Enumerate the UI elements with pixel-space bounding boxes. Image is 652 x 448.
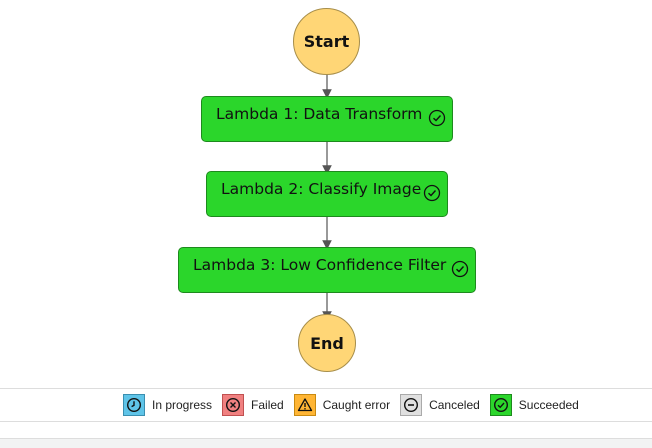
- minus-circle-icon: [400, 394, 423, 416]
- check-circle-icon: [423, 184, 441, 202]
- status-legend: In progress Failed Caught error: [0, 388, 652, 422]
- legend-item-failed: Failed: [222, 394, 284, 416]
- legend-item-in-progress: In progress: [123, 394, 212, 416]
- check-circle-icon: [451, 260, 469, 278]
- step-label: Lambda 2: Classify Image: [221, 180, 422, 198]
- footer-bar: [0, 438, 652, 448]
- legend-label: In progress: [152, 398, 213, 412]
- legend-label: Failed: [251, 398, 284, 412]
- x-circle-icon: [222, 394, 245, 416]
- step-lambda-1[interactable]: Lambda 1: Data Transform: [201, 96, 453, 142]
- step-lambda-2[interactable]: Lambda 2: Classify Image: [206, 171, 448, 217]
- legend-label: Succeeded: [518, 398, 579, 412]
- step-lambda-3[interactable]: Lambda 3: Low Confidence Filter: [178, 247, 476, 293]
- legend-label: Caught error: [322, 398, 391, 412]
- check-circle-icon: [428, 109, 446, 127]
- warning-icon: [293, 394, 316, 416]
- legend-item-caught-error: Caught error: [293, 394, 391, 416]
- start-node-label: Start: [303, 32, 350, 51]
- legend-item-canceled: Canceled: [400, 394, 480, 416]
- legend-item-succeeded: Succeeded: [489, 394, 579, 416]
- graph-connectors: [322, 72, 332, 321]
- end-node[interactable]: End: [298, 314, 356, 372]
- step-label: Lambda 3: Low Confidence Filter: [193, 256, 447, 274]
- state-machine-graph: Start Lambda 1: Data Transform Lambda 2:…: [178, 8, 476, 372]
- clock-icon: [123, 394, 145, 416]
- start-node[interactable]: Start: [293, 8, 360, 75]
- check-circle-icon: [489, 394, 512, 416]
- step-label: Lambda 1: Data Transform: [216, 105, 423, 123]
- end-node-label: End: [310, 333, 344, 353]
- panel-footer: [0, 422, 652, 448]
- legend-label: Canceled: [429, 398, 480, 412]
